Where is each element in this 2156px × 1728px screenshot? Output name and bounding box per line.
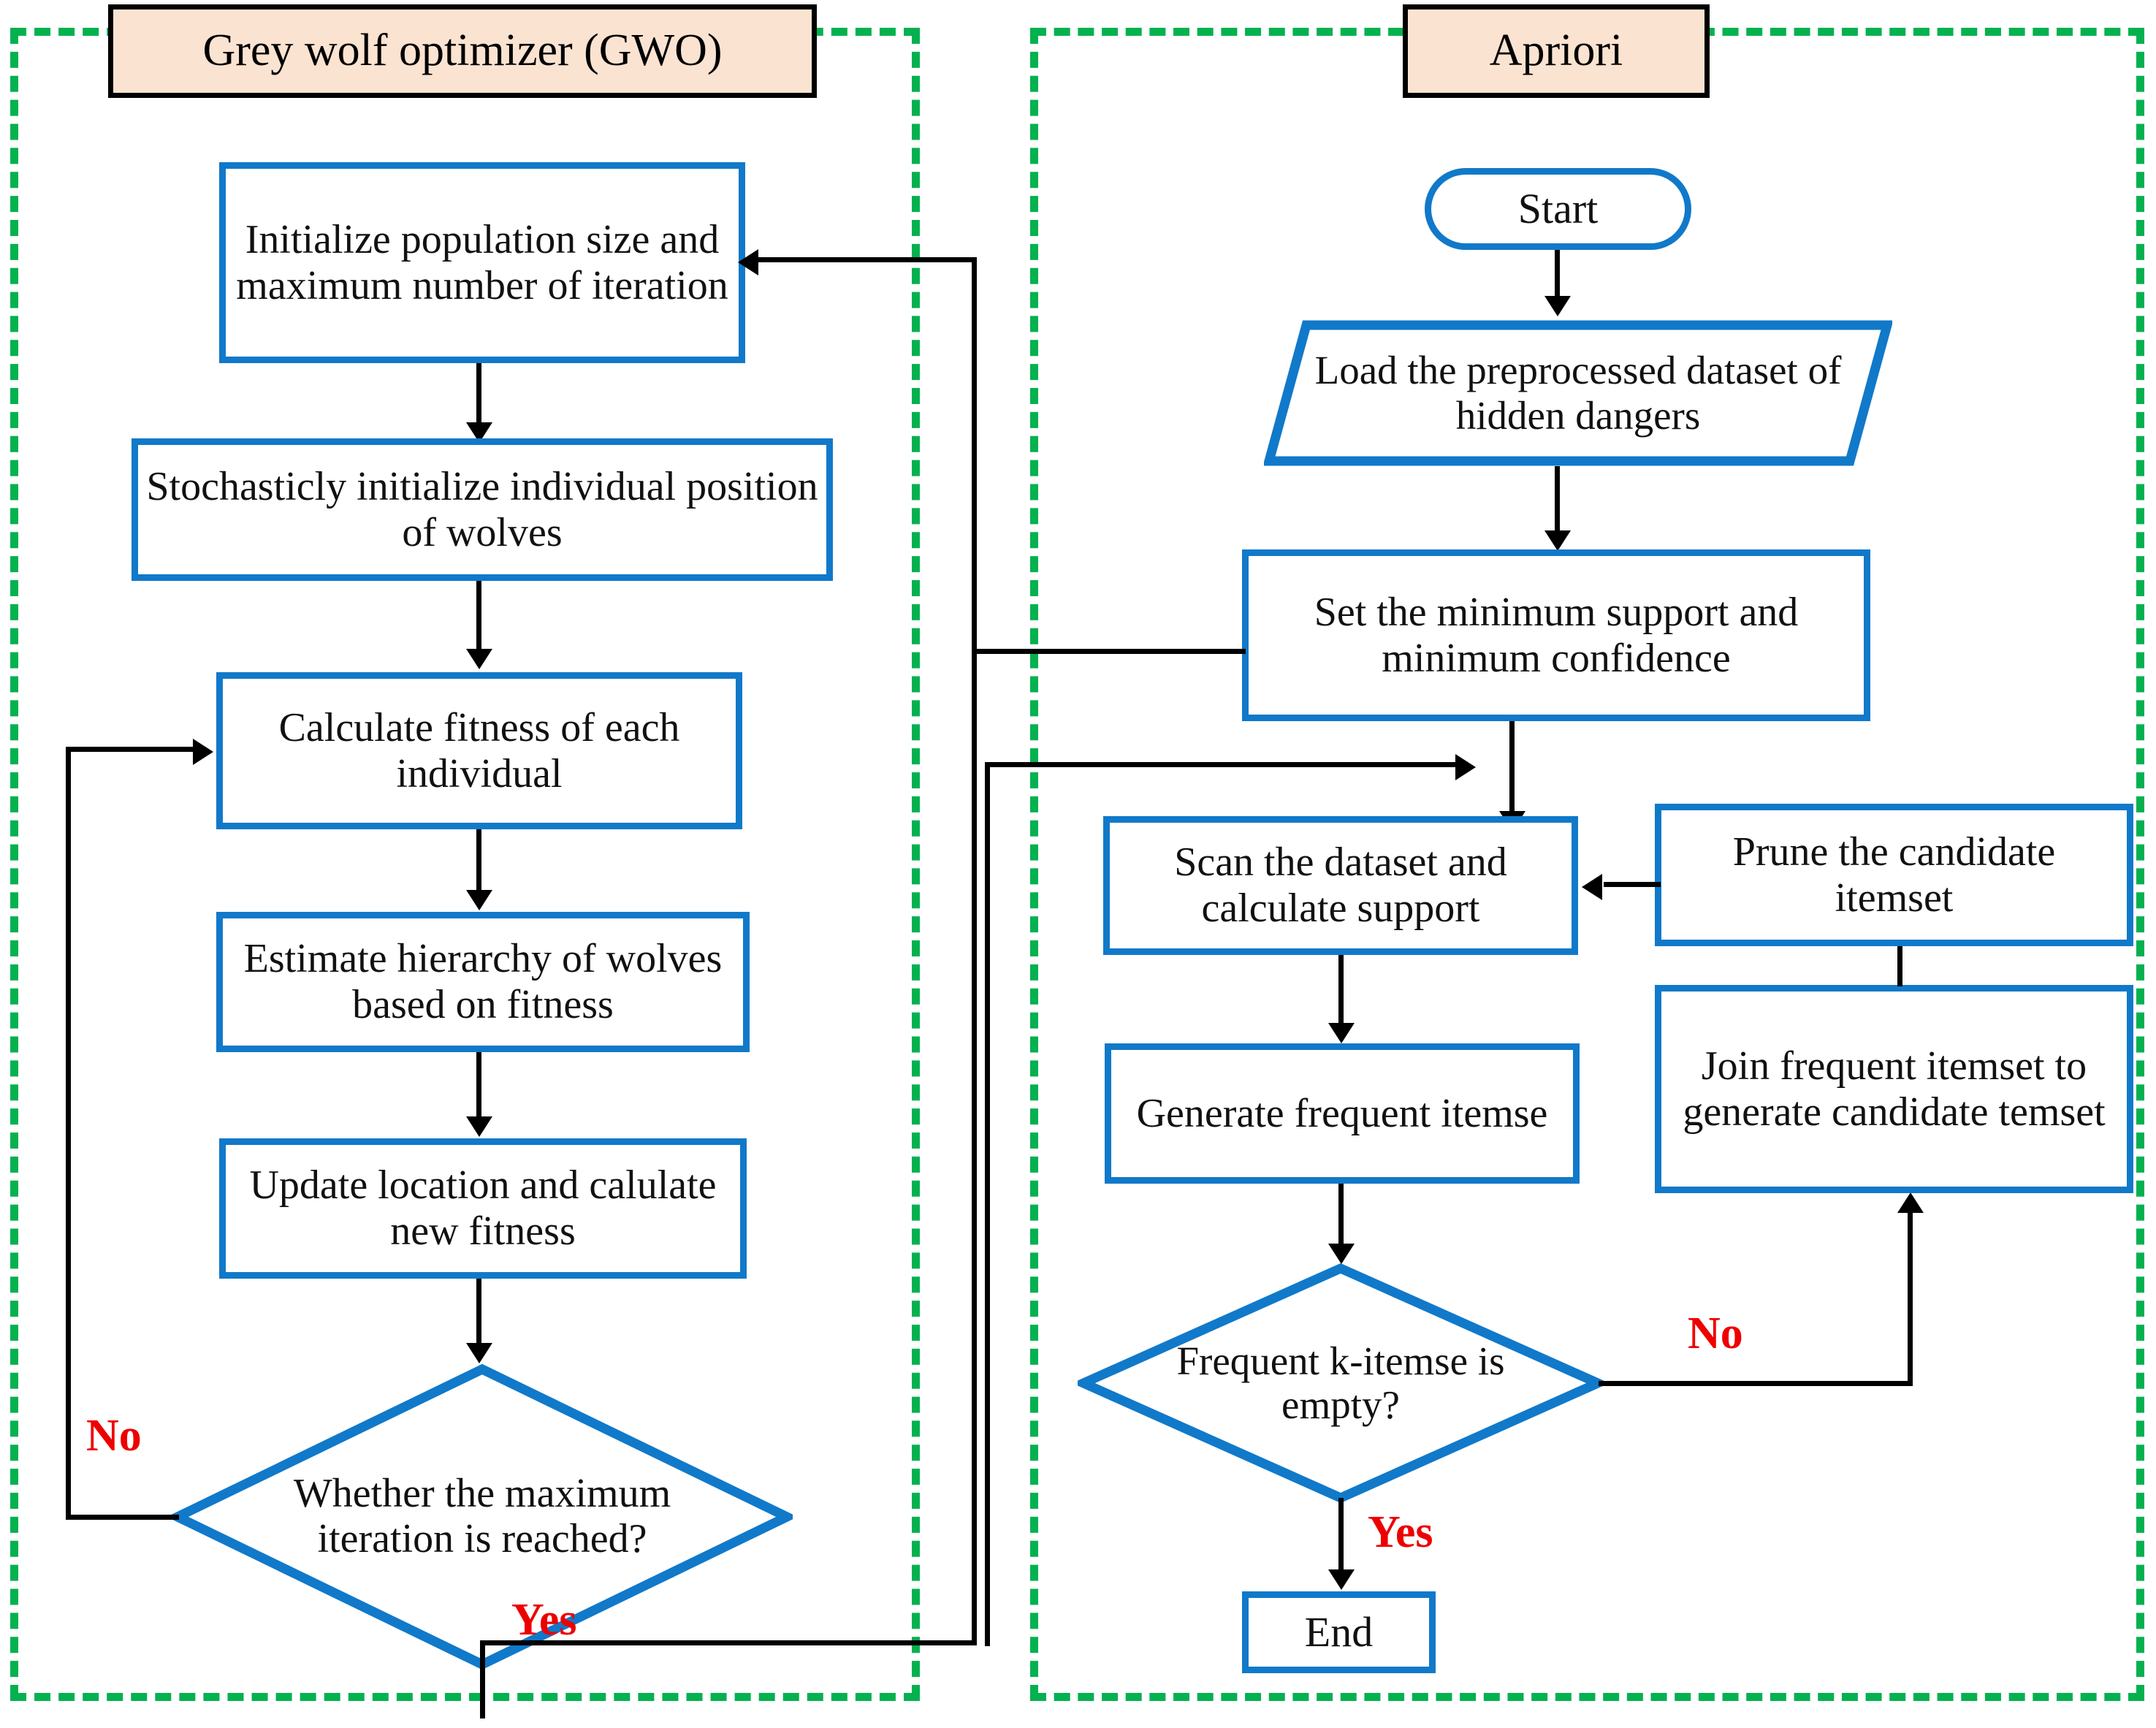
arrowhead-generate-to-decision <box>1328 1244 1355 1264</box>
node-load-dataset-label: Load the preprocessed dataset of hidden … <box>1314 348 1842 438</box>
wire-fitness-to-hierarchy <box>476 829 481 895</box>
apriori-panel-title: Apriori <box>1403 4 1710 98</box>
arrowhead-stochastic-to-fitness <box>466 649 492 669</box>
arrowhead-prune-to-scan <box>1582 874 1602 900</box>
wire-loop-left-riser <box>985 762 990 1646</box>
node-estimate-hierarchy[interactable]: Estimate hierarchy of wolves based on fi… <box>216 912 750 1052</box>
wire-load-to-set <box>1555 466 1560 536</box>
edge-label-gwo-yes: Yes <box>511 1595 577 1645</box>
node-load-dataset[interactable]: Load the preprocessed dataset of hidden … <box>1264 320 1892 466</box>
arrowhead-start-to-load <box>1544 296 1571 316</box>
wire-yes-down <box>480 1664 485 1719</box>
arrowhead-scan-to-generate <box>1328 1023 1355 1043</box>
node-frequent-empty-decision-label: Frequent k-itemse is empty? <box>1176 1338 1505 1427</box>
node-calculate-fitness-label: Calculate fitness of each individual <box>278 704 680 796</box>
wire-join-to-prune <box>1897 913 1902 986</box>
node-set-minimums[interactable]: Set the minimum support and minimum conf… <box>1242 549 1870 721</box>
wire-init-to-stochastic <box>476 363 481 427</box>
node-initialize-population-label: Initialize population size and maximum n… <box>236 216 728 308</box>
arrowhead-no-into-fitness <box>193 739 213 765</box>
arrowhead-loop-into-scan <box>1455 754 1476 780</box>
node-prune-candidate-label: Prune the candidate itemset <box>1732 829 2056 921</box>
node-end-label: End <box>1304 1607 1374 1656</box>
node-start[interactable]: Start <box>1425 168 1691 250</box>
node-update-location[interactable]: Update location and calulate new fitness <box>219 1138 747 1279</box>
arrowhead-fitness-to-hierarchy <box>466 890 492 910</box>
node-calculate-fitness[interactable]: Calculate fitness of each individual <box>216 672 742 829</box>
node-update-location-label: Update location and calulate new fitness <box>249 1162 717 1254</box>
edge-label-apriori-no: No <box>1688 1309 1743 1358</box>
wire-update-to-decision <box>476 1279 481 1348</box>
wire-scan-to-generate <box>1338 955 1344 1028</box>
node-join-frequent[interactable]: Join frequent itemset to generate candid… <box>1655 985 2133 1193</box>
wire-set-minimums-to-gwo <box>972 649 1246 654</box>
arrowhead-load-to-set <box>1544 530 1571 551</box>
wire-no-into-fitness <box>66 747 197 752</box>
node-join-frequent-label: Join frequent itemset to generate candid… <box>1683 1043 2106 1135</box>
arrowhead-hierarchy-to-update <box>466 1116 492 1137</box>
node-end[interactable]: End <box>1242 1591 1436 1673</box>
node-estimate-hierarchy-label: Estimate hierarchy of wolves based on fi… <box>243 936 723 1027</box>
wire-loop-into-scan <box>985 762 1460 767</box>
node-stochastic-initialize[interactable]: Stochasticly initialize individual posit… <box>132 438 833 581</box>
node-start-label: Start <box>1517 184 1599 232</box>
gwo-panel-title-text: Grey wolf optimizer (GWO) <box>202 26 723 76</box>
wire-generate-to-decision <box>1338 1184 1344 1249</box>
wire-yes-into-init <box>756 257 977 262</box>
wire-stochastic-to-fitness <box>476 581 481 654</box>
node-scan-dataset[interactable]: Scan the dataset and calculate support <box>1103 816 1578 955</box>
edge-label-apriori-yes: Yes <box>1368 1507 1433 1557</box>
arrowhead-yes-to-end <box>1328 1569 1355 1590</box>
node-initialize-population[interactable]: Initialize population size and maximum n… <box>219 162 745 363</box>
wire-yes-up <box>972 257 977 1645</box>
wire-no-riser-to-join <box>1908 1213 1913 1383</box>
node-max-iteration-decision-label: Whether the maximum iteration is reached… <box>293 1471 671 1561</box>
node-frequent-empty-decision[interactable]: Frequent k-itemse is empty? <box>1078 1263 1604 1504</box>
node-set-minimums-label: Set the minimum support and minimum conf… <box>1314 589 1799 681</box>
wire-prune-to-scan <box>1604 882 1661 887</box>
arrowhead-update-to-decision <box>466 1343 492 1363</box>
wire-yes-down-stub <box>480 1640 485 1666</box>
arrowhead-no-into-join <box>1897 1192 1924 1213</box>
node-max-iteration-decision[interactable]: Whether the maximum iteration is reached… <box>172 1363 793 1670</box>
wire-no-from-decision <box>66 1515 179 1520</box>
wire-set-to-scan <box>1509 721 1515 816</box>
wire-yes-to-end <box>1338 1498 1344 1575</box>
node-generate-frequent-label: Generate frequent itemse <box>1136 1090 1548 1136</box>
gwo-panel-title: Grey wolf optimizer (GWO) <box>108 4 817 98</box>
wire-start-to-load <box>1555 250 1560 301</box>
wire-hierarchy-to-update <box>476 1052 481 1122</box>
wire-no-vertical <box>66 747 71 1520</box>
wire-yes-across <box>480 1640 977 1645</box>
wire-no-from-empty-decision <box>1599 1381 1913 1386</box>
node-generate-frequent[interactable]: Generate frequent itemse <box>1105 1043 1580 1184</box>
parallelogram-shape <box>1264 320 1892 466</box>
edge-label-gwo-no: No <box>86 1411 142 1461</box>
node-scan-dataset-label: Scan the dataset and calculate support <box>1174 840 1507 931</box>
arrowhead-yes-into-init <box>738 249 758 275</box>
apriori-panel-title-text: Apriori <box>1489 26 1623 76</box>
node-prune-candidate[interactable]: Prune the candidate itemset <box>1655 804 2133 946</box>
node-stochastic-initialize-label: Stochasticly initialize individual posit… <box>146 463 818 555</box>
